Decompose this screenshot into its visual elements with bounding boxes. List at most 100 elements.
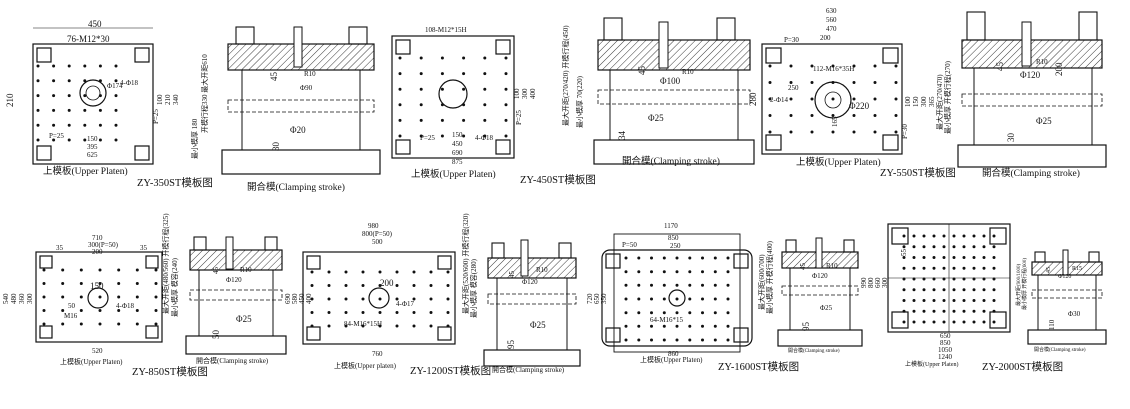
nozzle bbox=[1021, 21, 1032, 67]
min-height: 110 bbox=[1048, 319, 1056, 330]
moving-platen bbox=[597, 89, 751, 105]
top-dim-1: 710 bbox=[92, 234, 103, 242]
thread-hole bbox=[922, 277, 926, 281]
thread-spec: 76-M12*30 bbox=[67, 34, 110, 44]
thread-hole bbox=[446, 311, 450, 314]
thread-hole bbox=[932, 288, 936, 292]
min-label: 最小模厚 开模行程(270) bbox=[943, 60, 952, 134]
nozzle-dia: Φ100 bbox=[660, 76, 681, 86]
bottom-dim: 760 bbox=[372, 350, 383, 358]
thread-hole bbox=[688, 297, 692, 301]
thread-hole bbox=[922, 320, 926, 324]
thread-hole bbox=[378, 270, 382, 274]
thread-hole bbox=[36, 108, 40, 112]
thread-hole bbox=[67, 64, 71, 68]
thread-hole bbox=[894, 130, 898, 134]
thread-hole bbox=[902, 299, 906, 302]
thread-hole bbox=[789, 114, 793, 117]
thread-hole bbox=[361, 284, 365, 287]
thread-hole bbox=[675, 311, 679, 315]
thread-hole bbox=[902, 320, 906, 324]
thread-hole bbox=[637, 256, 641, 260]
thread-hole bbox=[395, 297, 399, 301]
bottom-dim-3: 1050 bbox=[938, 346, 953, 354]
thread-hole bbox=[135, 322, 139, 326]
pitch: P=25 bbox=[420, 134, 435, 142]
top-dim-3: 250 bbox=[670, 242, 681, 250]
thread-hole bbox=[810, 64, 814, 68]
thread-hole bbox=[982, 234, 986, 238]
thread-hole bbox=[504, 56, 508, 60]
bottom-dim-1: 150 bbox=[452, 131, 463, 139]
thread-hole bbox=[135, 309, 139, 312]
thread-hole bbox=[982, 320, 986, 324]
thread-hole bbox=[637, 270, 641, 274]
hole-note: 4-Φ18 bbox=[475, 134, 493, 142]
thread-hole bbox=[675, 324, 679, 328]
thread-hole bbox=[962, 288, 966, 292]
height-dim-3: 360 bbox=[18, 293, 26, 304]
thread-hole bbox=[398, 56, 402, 60]
thread-hole bbox=[624, 324, 628, 328]
thread-hole bbox=[67, 94, 71, 98]
thread-hole-grid bbox=[398, 56, 508, 138]
thread-hole bbox=[462, 56, 466, 60]
top-dim-1: 1170 bbox=[664, 222, 678, 230]
center-dia: Φ174 bbox=[107, 82, 123, 90]
stroke-label: 最大开距(480/560) 开模行程(325) bbox=[161, 213, 170, 314]
dim-height: 210 bbox=[5, 93, 15, 107]
min-height: 30 bbox=[271, 142, 281, 152]
thread-hole bbox=[412, 284, 416, 287]
platen-outline bbox=[302, 251, 456, 345]
base bbox=[221, 149, 381, 175]
thread-hole bbox=[982, 266, 986, 270]
thread-hole bbox=[912, 288, 916, 292]
thread-hole bbox=[873, 114, 877, 117]
thread-hole bbox=[992, 245, 996, 249]
side-left-1: 35 bbox=[56, 244, 64, 252]
height-dim-3: 660 bbox=[874, 277, 882, 288]
pitch: P=30 bbox=[784, 36, 799, 44]
thread-hole bbox=[154, 282, 158, 285]
min-label: 最小模厚 70(220) bbox=[575, 75, 584, 128]
thread-hole bbox=[504, 134, 508, 138]
bottom-dim-2: 450 bbox=[452, 140, 463, 148]
thread-hole bbox=[446, 284, 450, 287]
platen-outline bbox=[601, 249, 753, 347]
hole-note: 4-Φ17 bbox=[396, 300, 414, 308]
top-dim-3: 200 bbox=[92, 248, 103, 256]
bottom-dim-1: 150 bbox=[87, 135, 98, 143]
thread-hole bbox=[98, 295, 102, 299]
offset: 45 bbox=[212, 267, 220, 275]
thread-hole bbox=[98, 138, 102, 142]
thread-hole bbox=[327, 324, 331, 328]
thread-hole bbox=[52, 138, 56, 142]
bottom-dim-4: 1240 bbox=[938, 353, 953, 361]
height-dim-3: 350 bbox=[600, 293, 608, 304]
thread-hole bbox=[440, 72, 444, 76]
thread-hole bbox=[675, 256, 679, 260]
thread-spec: 108-M12*15H bbox=[425, 26, 467, 34]
thread-hole bbox=[637, 338, 641, 342]
thread-hole bbox=[992, 309, 996, 313]
thread-hole bbox=[483, 87, 487, 91]
center-hole bbox=[368, 287, 390, 309]
thread-hole bbox=[982, 299, 986, 302]
thread-hole bbox=[135, 295, 139, 299]
thread-hole bbox=[61, 322, 65, 326]
thread-hole bbox=[83, 138, 87, 142]
side-dim-2: 210 bbox=[164, 94, 172, 105]
thread-hole bbox=[942, 256, 946, 259]
thread-hole bbox=[42, 322, 46, 326]
thread-hole bbox=[327, 297, 331, 301]
thread-hole bbox=[942, 320, 946, 324]
platen-outline bbox=[761, 43, 903, 155]
platen-caption: 上模板(Upper Platen) bbox=[60, 357, 123, 366]
thread-hole bbox=[135, 282, 139, 285]
thread-hole bbox=[154, 322, 158, 326]
thread-hole bbox=[726, 324, 730, 328]
thread-hole bbox=[932, 320, 936, 324]
tie-bar-cap bbox=[235, 26, 255, 45]
inner-dim: 250 bbox=[788, 84, 799, 92]
